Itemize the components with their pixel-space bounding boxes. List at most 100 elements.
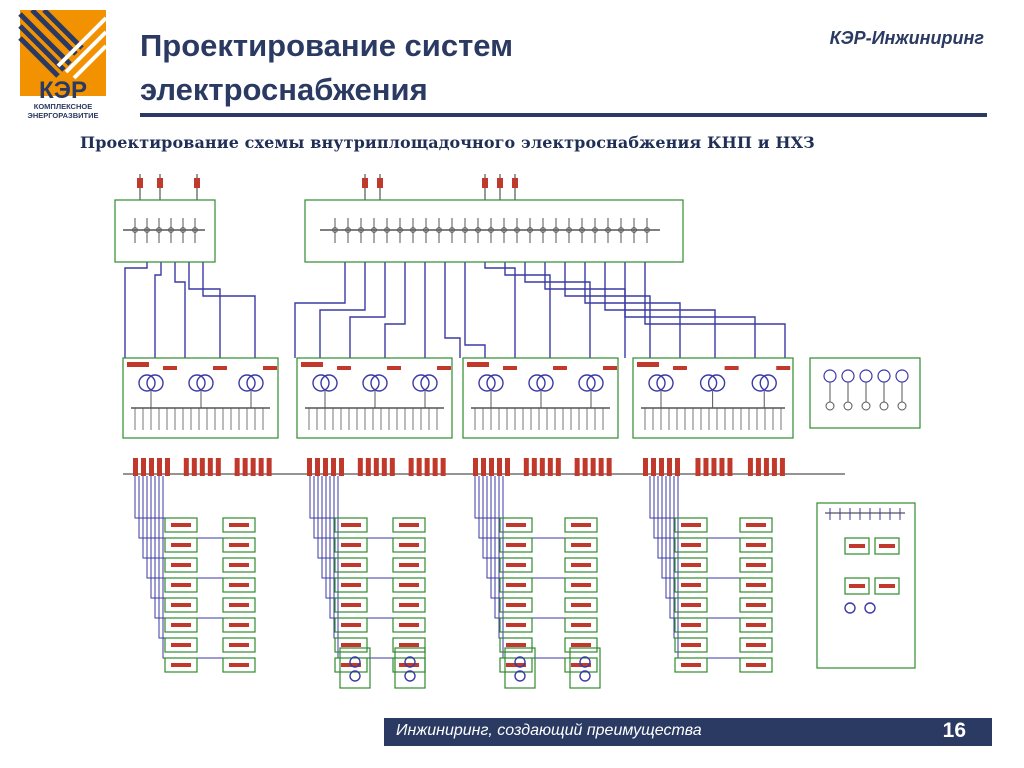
- breaker-block: [651, 458, 656, 476]
- transformer-winding: [656, 374, 674, 392]
- cabinet-device: [681, 643, 701, 647]
- feeder-cable: [294, 262, 346, 358]
- cabinet-frame: [674, 557, 708, 573]
- breaker-symbol: [156, 227, 162, 233]
- feeder-cable: [202, 262, 256, 358]
- breaker-symbol: [605, 227, 611, 233]
- cabinet-device: [746, 603, 766, 607]
- transformer-winding: [312, 374, 330, 392]
- cabinet-frame: [564, 557, 598, 573]
- cabinet-frame: [564, 637, 598, 653]
- cabinet-device: [399, 583, 419, 587]
- cabinet-frame: [222, 657, 256, 673]
- cabinet-frame: [222, 577, 256, 593]
- cabinet-device: [399, 563, 419, 567]
- breaker-block: [590, 458, 596, 476]
- cabinet-frame: [739, 557, 773, 573]
- pump-symbol: [349, 670, 361, 682]
- breaker-block: [266, 458, 272, 476]
- breaker-symbol: [144, 227, 150, 233]
- transformer-winding: [536, 374, 554, 392]
- cabinet-frame: [392, 577, 426, 593]
- cabinet-frame: [499, 637, 533, 653]
- aux-device: [849, 544, 865, 548]
- logo-line2: ЭНЕРГОРАЗВИТИЕ: [28, 111, 99, 120]
- breaker-symbol: [644, 227, 650, 233]
- cabinet-frame: [164, 537, 198, 553]
- breaker-symbol: [410, 227, 416, 233]
- cabinet-device: [341, 623, 361, 627]
- breaker-symbol: [436, 227, 442, 233]
- cabinet-frame: [564, 617, 598, 633]
- breaker-symbol: [579, 227, 585, 233]
- cabinet-device: [506, 543, 526, 547]
- pump-symbol: [404, 656, 416, 668]
- feeder-cable: [484, 262, 516, 358]
- substation-frame: [632, 357, 794, 439]
- cabinet-frame: [739, 597, 773, 613]
- substation-frame: [296, 357, 453, 439]
- cabinet-device: [746, 583, 766, 587]
- breaker-block: [582, 458, 588, 476]
- cabinet-frame: [499, 537, 533, 553]
- transformer-label: [553, 366, 567, 370]
- cabinet-frame: [164, 517, 198, 533]
- transformer-winding: [146, 374, 164, 392]
- cabinet-device: [506, 623, 526, 627]
- cabinet-device: [746, 663, 766, 667]
- cabinet-frame: [674, 657, 708, 673]
- slide-subtitle: Проектирование схемы внутриплощадочного …: [80, 133, 815, 152]
- cabinet-cable: [154, 476, 223, 619]
- transformer-label: [163, 366, 177, 370]
- pump-frame: [339, 647, 371, 689]
- breaker-symbol: [566, 227, 572, 233]
- transformer-label: [503, 366, 517, 370]
- breaker-block: [215, 458, 221, 476]
- breaker-block: [234, 458, 240, 476]
- transformer-label: [387, 366, 401, 370]
- cabinet-device: [506, 603, 526, 607]
- breaker-symbol: [345, 227, 351, 233]
- cabinet-device: [681, 623, 701, 627]
- transformer-winding: [528, 374, 546, 392]
- incoming-breaker: [482, 178, 488, 188]
- breaker-block: [141, 458, 146, 476]
- panel-label: [637, 362, 659, 367]
- header-divider: [140, 113, 987, 117]
- transformer-winding: [320, 374, 338, 392]
- cabinet-cable: [653, 476, 740, 539]
- cabinet-frame: [392, 597, 426, 613]
- cabinet-device: [399, 623, 419, 627]
- cabinet-device: [229, 563, 249, 567]
- cabinet-frame: [499, 617, 533, 633]
- cabinet-cable: [486, 476, 565, 579]
- transformer-winding: [478, 374, 496, 392]
- pump-frame: [569, 647, 601, 689]
- cabinet-cable: [494, 476, 565, 619]
- breaker-block: [365, 458, 371, 476]
- cabinet-device: [341, 563, 361, 567]
- feeder-cable: [504, 262, 551, 358]
- cabinet-device: [399, 523, 419, 527]
- breaker-symbol: [488, 227, 494, 233]
- cabinet-cable: [158, 476, 165, 639]
- incoming-breaker: [497, 178, 503, 188]
- breaker-block: [667, 458, 672, 476]
- cabinet-device: [506, 643, 526, 647]
- cabinet-frame: [674, 537, 708, 553]
- transformer-label: [213, 366, 227, 370]
- breaker-block: [711, 458, 717, 476]
- page-number: 16: [942, 719, 966, 742]
- cabinet-frame: [334, 517, 368, 533]
- cabinet-cable: [150, 476, 165, 599]
- incoming-breaker: [512, 178, 518, 188]
- cabinet-frame: [739, 517, 773, 533]
- breaker-block: [771, 458, 777, 476]
- cabinet-device: [506, 563, 526, 567]
- cabinet-frame: [164, 617, 198, 633]
- breaker-block: [258, 458, 264, 476]
- cabinet-cable: [162, 476, 223, 659]
- page-title: Проектирование систем электроснабжения: [140, 24, 700, 112]
- cabinet-cable: [669, 476, 740, 619]
- cabinet-frame: [392, 617, 426, 633]
